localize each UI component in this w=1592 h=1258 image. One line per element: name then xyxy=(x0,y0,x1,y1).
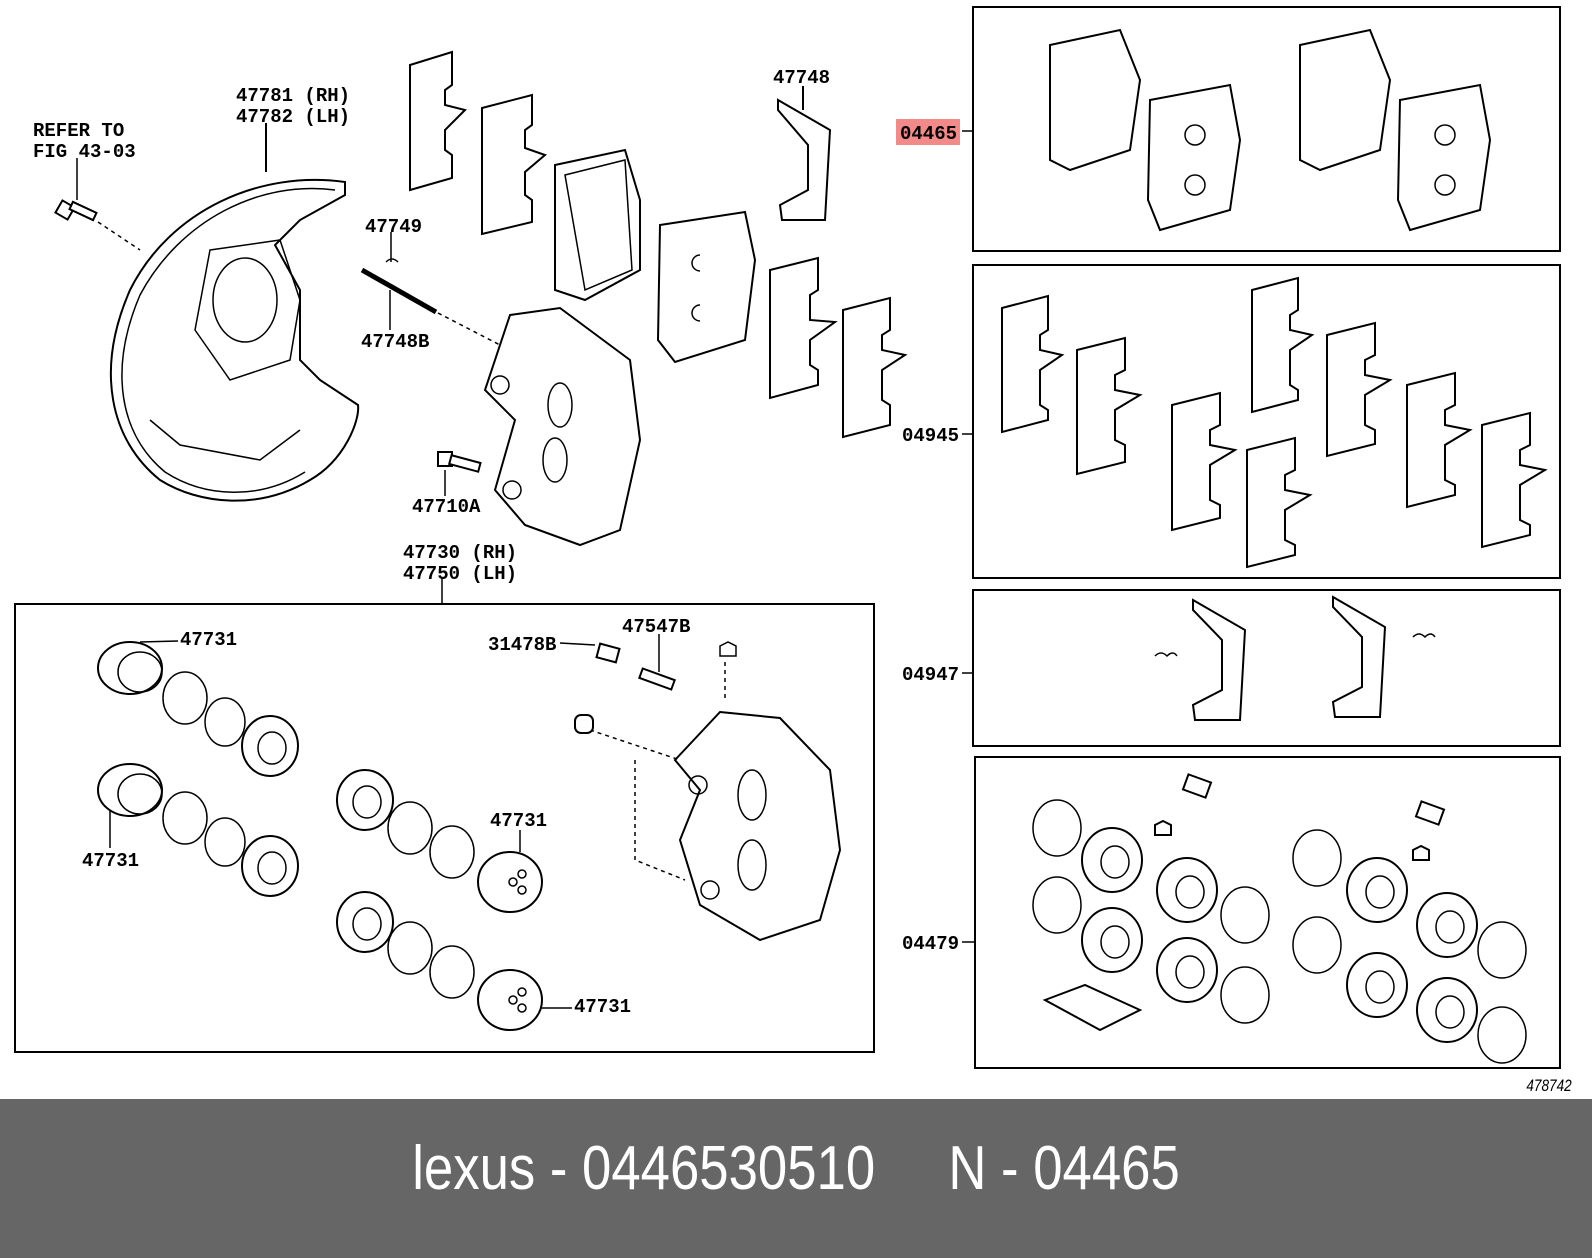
label-47730[interactable]: 47730 (RH) xyxy=(403,542,517,564)
label-refer-fig: FIG 43-03 xyxy=(33,141,136,163)
cylinder-kit-box xyxy=(974,756,1561,1069)
caliper-assembly-box xyxy=(14,603,875,1053)
label-47748[interactable]: 47748 xyxy=(773,67,830,89)
label-47750[interactable]: 47750 (LH) xyxy=(403,563,517,585)
bolt-refer[interactable] xyxy=(54,199,98,222)
pad-kit-box xyxy=(972,6,1561,252)
cylinder-kit-drawing[interactable] xyxy=(1032,773,1527,1064)
label-47547b[interactable]: 47547B xyxy=(622,616,690,638)
label-47782[interactable]: 47782 (LH) xyxy=(236,106,350,128)
cap[interactable] xyxy=(595,642,621,664)
fitting-kit-box xyxy=(972,589,1561,747)
caliper-drawing[interactable] xyxy=(483,306,642,547)
caliper-bolt[interactable] xyxy=(437,451,482,473)
shim-drawing[interactable] xyxy=(409,50,908,439)
label-04947[interactable]: 04947 xyxy=(902,664,959,686)
pad-spring[interactable] xyxy=(777,98,832,221)
diagram-reference-number: 478742 xyxy=(1526,1076,1572,1095)
caption-bar: lexus - 0446530510 N - 04465 xyxy=(0,1099,1592,1258)
label-31478b[interactable]: 31478B xyxy=(488,634,556,656)
label-47731-a[interactable]: 47731 xyxy=(180,629,237,651)
caliper-body-drawing[interactable] xyxy=(673,710,842,942)
label-47731-c[interactable]: 47731 xyxy=(490,810,547,832)
part-number-caption: lexus - 0446530510 N - 04465 xyxy=(412,1134,1180,1203)
piston-seal-set[interactable] xyxy=(97,641,543,1031)
bleeder-plug[interactable] xyxy=(638,667,676,691)
pad-kit-drawing[interactable] xyxy=(1049,28,1492,232)
parts-diagram: REFER TO FIG 43-03 47781 (RH) 47782 (LH)… xyxy=(14,6,1561,1069)
label-04479[interactable]: 04479 xyxy=(902,933,959,955)
dust-cover-drawing[interactable] xyxy=(110,178,360,502)
label-47731-b[interactable]: 47731 xyxy=(82,850,139,872)
label-refer-to: REFER TO xyxy=(33,120,124,142)
shim-kit-box xyxy=(972,264,1561,579)
label-47781[interactable]: 47781 (RH) xyxy=(236,85,350,107)
label-04465[interactable]: 04465 xyxy=(900,123,957,145)
label-47731-d[interactable]: 47731 xyxy=(574,996,631,1018)
shim-kit-drawing[interactable] xyxy=(1001,276,1548,569)
label-47749[interactable]: 47749 xyxy=(365,216,422,238)
highlight-04465 xyxy=(896,119,960,145)
label-47748b[interactable]: 47748B xyxy=(361,331,429,353)
brake-pad-drawing[interactable] xyxy=(554,148,757,364)
label-04945[interactable]: 04945 xyxy=(902,425,959,447)
fitting-kit-drawing[interactable] xyxy=(1154,595,1436,721)
label-47710a[interactable]: 47710A xyxy=(412,496,481,518)
